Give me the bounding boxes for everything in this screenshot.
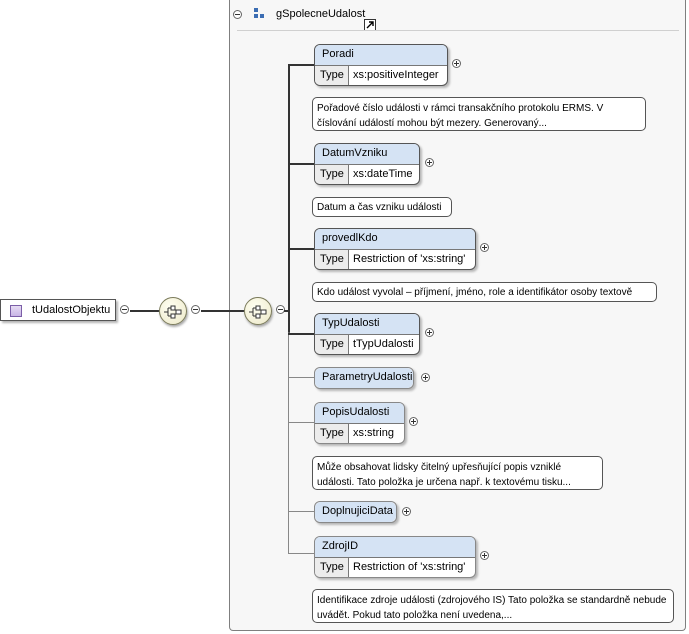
expand-icon[interactable] <box>421 373 430 382</box>
connector-line <box>288 553 315 554</box>
element-name: provedlKdo <box>315 229 475 249</box>
type-value: Restriction of 'xs:string' <box>353 561 466 573</box>
element-provedlkdo[interactable]: provedlKdo Type Restriction of 'xs:string… <box>314 228 476 270</box>
expand-icon[interactable] <box>452 59 461 68</box>
annotation-note: Identifikace zdroje události (zdrojového… <box>312 589 674 623</box>
type-key: Type <box>315 558 349 577</box>
sequence-compositor-icon[interactable] <box>159 297 187 325</box>
root-element-label: tUdalostObjektu <box>32 304 111 316</box>
annotation-note: Kdo událost vyvolal – příjmení, jméno, r… <box>312 282 657 302</box>
element-name: TypUdalosti <box>315 314 419 334</box>
element-name: DoplnujiciData <box>315 502 396 522</box>
connector-line <box>288 248 315 250</box>
expand-icon[interactable] <box>480 551 489 560</box>
root-collapse-icon[interactable] <box>120 305 129 314</box>
group-icon <box>254 8 266 20</box>
connector-line <box>288 333 315 335</box>
element-parametryudalosti[interactable]: ParametryUdalosti <box>314 367 414 389</box>
type-value: tTypUdalosti <box>353 338 414 350</box>
type-key: Type <box>315 250 349 269</box>
spine-line-required <box>288 64 290 333</box>
connector-line <box>201 310 244 312</box>
annotation-note: Datum a čas vzniku události <box>312 197 452 217</box>
sequence-collapse-icon[interactable] <box>191 305 200 314</box>
annotation-note: Pořadové číslo události v rámci transakč… <box>312 97 646 131</box>
sequence-collapse-icon[interactable] <box>276 305 285 314</box>
annotation-note: Může obsahovat lidsky čitelný upřesňujíc… <box>312 456 603 490</box>
connector-line <box>288 422 315 423</box>
type-value: xs:positiveInteger <box>353 69 439 81</box>
root-element[interactable]: tUdalostObjektu <box>0 299 116 321</box>
element-doplnujicidata[interactable]: DoplnujiciData <box>314 501 397 523</box>
expand-icon[interactable] <box>409 417 418 426</box>
element-poradi[interactable]: Poradi Type xs:positiveInteger <box>314 44 448 86</box>
spine-line-optional <box>288 333 289 553</box>
element-datumvzniku[interactable]: DatumVzniku Type xs:dateTime <box>314 143 420 185</box>
element-name: DatumVzniku <box>315 144 419 164</box>
expand-icon[interactable] <box>480 243 489 252</box>
group-collapse-icon[interactable] <box>233 10 242 19</box>
element-name: Poradi <box>315 45 447 65</box>
expand-icon[interactable] <box>425 158 434 167</box>
connector-line <box>288 163 315 165</box>
type-value: xs:dateTime <box>353 168 413 180</box>
type-key: Type <box>315 66 349 85</box>
type-value: xs:string <box>353 427 394 439</box>
connector-line <box>130 310 159 312</box>
connector-line <box>284 310 290 312</box>
element-typudalosti[interactable]: TypUdalosti Type tTypUdalosti <box>314 313 420 355</box>
element-zdrojid[interactable]: ZdrojID Type Restriction of 'xs:string' <box>314 536 476 578</box>
type-key: Type <box>315 165 349 184</box>
group-separator <box>237 30 679 31</box>
sequence-compositor-icon[interactable] <box>244 297 272 325</box>
expand-icon[interactable] <box>402 507 411 516</box>
element-name: ZdrojID <box>315 537 475 557</box>
expand-icon[interactable] <box>425 328 434 337</box>
complex-type-icon <box>10 305 22 317</box>
element-popisudalosti[interactable]: PopisUdalosti Type xs:string <box>314 402 405 444</box>
element-name: ParametryUdalosti <box>315 368 413 388</box>
type-value: Restriction of 'xs:string' <box>353 253 466 265</box>
type-key: Type <box>315 335 349 354</box>
connector-line <box>288 511 315 512</box>
element-name: PopisUdalosti <box>315 403 404 423</box>
type-key: Type <box>315 424 349 443</box>
connector-line <box>288 64 315 66</box>
group-title: gSpolecneUdalost <box>276 8 366 20</box>
connector-line <box>288 377 315 378</box>
